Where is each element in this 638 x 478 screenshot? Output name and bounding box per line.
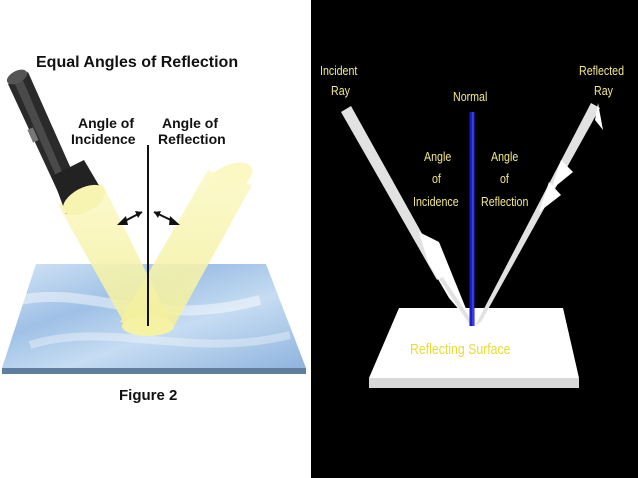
flashlight-icon	[6, 69, 106, 216]
angle-incidence-label-line1: Angle	[424, 149, 452, 164]
surface-streak	[28, 331, 291, 349]
incident-ray-tip	[439, 276, 475, 328]
incident-ray-label-line1: Incident	[320, 63, 358, 78]
reflected-beam-end	[207, 162, 253, 194]
angle-reflection-label-line1: Angle	[491, 149, 519, 164]
incident-ray-label-line2: Ray	[331, 83, 350, 98]
angle-incidence-label-line1: Angle of	[78, 115, 134, 131]
right-diagram-panel: Incident Ray Normal Reflected Ray Angle …	[311, 0, 638, 478]
reflected-ray	[475, 103, 600, 326]
left-diagram-panel: Equal Angles of Reflection Angle of Inci…	[0, 0, 311, 478]
reflecting-surface-label: Reflecting Surface	[410, 341, 511, 358]
angle-incidence-label-line2: of	[432, 171, 441, 186]
angle-reflection-label-line2: Reflection	[158, 131, 226, 147]
left-diagram-graphic	[2, 69, 306, 374]
angle-reflection-label-line3: Reflection	[481, 194, 529, 209]
arrow-right-icon	[153, 211, 180, 225]
arrow-left-icon	[117, 211, 143, 225]
angle-reflection-label-line2: of	[500, 171, 509, 186]
reflecting-surface-side	[369, 378, 579, 388]
reflected-ray-arrowhead	[595, 103, 603, 130]
reflecting-surface-slab	[369, 308, 579, 378]
left-diagram-title: Equal Angles of Reflection	[36, 54, 239, 71]
reflected-beam	[120, 170, 252, 330]
angle-reflection-label-line1: Angle of	[162, 115, 218, 131]
angle-incidence-label-line2: Incidence	[71, 131, 136, 147]
right-diagram-graphic	[341, 103, 603, 388]
reflected-ray-label-line2: Ray	[594, 83, 613, 98]
incident-ray	[341, 106, 445, 280]
figure-caption: Figure 2	[119, 387, 178, 404]
reflected-ray-arrowhead	[551, 160, 573, 190]
reflected-ray-label-line1: Reflected	[579, 63, 625, 78]
angle-incidence-label-line3: Incidence	[413, 194, 459, 209]
reflected-ray-arrowhead	[539, 182, 561, 212]
surface-edge	[2, 368, 306, 374]
normal-label: Normal	[453, 89, 488, 104]
